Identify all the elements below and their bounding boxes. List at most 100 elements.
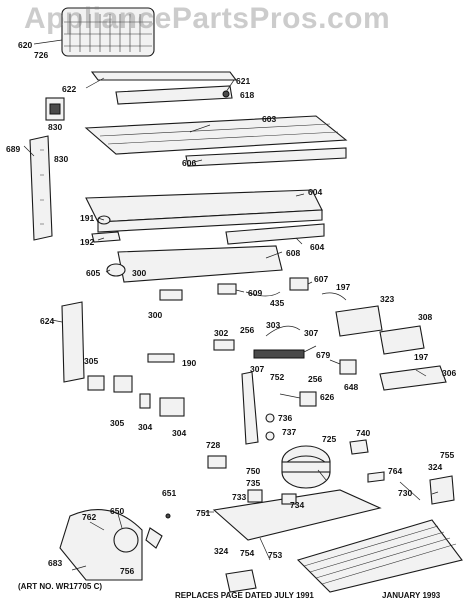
callout-651: 651 xyxy=(162,488,176,498)
callout-626: 626 xyxy=(320,392,334,402)
callout-650: 650 xyxy=(110,506,124,516)
callout-608: 608 xyxy=(286,248,300,258)
bracket-306 xyxy=(379,365,447,391)
pad-755-324 xyxy=(429,475,455,505)
part-626 xyxy=(299,391,317,407)
callout-306: 306 xyxy=(442,368,456,378)
parts-679-648 xyxy=(339,359,357,375)
callout-190: 190 xyxy=(182,358,196,368)
evaporator-coil-620 xyxy=(61,7,155,57)
callout-192: 192 xyxy=(80,237,94,247)
callout-762: 762 xyxy=(82,512,96,522)
callout-605: 605 xyxy=(86,268,100,278)
callout-300a: 300 xyxy=(132,268,146,278)
callout-725: 725 xyxy=(322,434,336,444)
callout-191: 191 xyxy=(80,213,94,223)
callout-604a: 604 xyxy=(308,187,322,197)
callout-303: 303 xyxy=(266,320,280,330)
callout-756: 756 xyxy=(120,566,134,576)
callout-435: 435 xyxy=(270,298,284,308)
parts-733-734 xyxy=(247,489,297,505)
callout-618: 618 xyxy=(240,90,254,100)
callout-679: 679 xyxy=(316,350,330,360)
bracket-323 xyxy=(335,305,383,337)
callout-620: 620 xyxy=(18,40,32,50)
channel-624 xyxy=(61,301,85,383)
channel-830-689 xyxy=(29,135,53,241)
callout-735: 735 xyxy=(246,478,260,488)
callout-830b: 830 xyxy=(54,154,68,164)
callout-256b: 256 xyxy=(308,374,322,384)
callout-726: 726 xyxy=(34,50,48,60)
switch-300 xyxy=(159,289,183,301)
callout-305b: 305 xyxy=(110,418,124,428)
parts-302-303-307 xyxy=(213,325,305,359)
callout-750: 750 xyxy=(246,466,260,476)
callout-734: 734 xyxy=(290,500,304,510)
callout-754: 754 xyxy=(240,548,254,558)
electrical-609-607 xyxy=(217,277,309,297)
watermark: AppliancePartsPros.com xyxy=(24,2,391,35)
page-date: JANUARY 1993 xyxy=(382,591,441,600)
callout-256a: 256 xyxy=(240,325,254,335)
callout-689: 689 xyxy=(6,144,20,154)
callout-324a: 324 xyxy=(428,462,442,472)
callout-197a: 197 xyxy=(336,282,350,292)
shelf-trim-606 xyxy=(185,147,347,167)
callout-830a: 830 xyxy=(48,122,62,132)
callout-308: 308 xyxy=(418,312,432,322)
parts-736-737 xyxy=(265,413,275,441)
trim-604 xyxy=(225,223,325,245)
callout-737: 737 xyxy=(282,427,296,437)
callout-730: 730 xyxy=(398,488,412,498)
callout-607: 607 xyxy=(314,274,328,284)
callout-323: 323 xyxy=(380,294,394,304)
part-740 xyxy=(349,439,369,455)
callout-621: 621 xyxy=(236,76,250,86)
callout-307a: 307 xyxy=(304,328,318,338)
divider-604 xyxy=(85,189,323,233)
callout-733: 733 xyxy=(232,492,246,502)
art-number: (ART NO. WR17705 C) xyxy=(18,582,103,591)
callout-604b: 604 xyxy=(310,242,324,252)
base-751 xyxy=(212,489,382,541)
replaces-note: REPLACES PAGE DATED JULY 1991 xyxy=(175,591,314,600)
callout-300b: 300 xyxy=(148,310,162,320)
callout-622: 622 xyxy=(62,84,76,94)
callout-683: 683 xyxy=(48,558,62,568)
plate-308 xyxy=(379,325,425,355)
callout-751: 751 xyxy=(196,508,210,518)
callout-307b: 307 xyxy=(250,364,264,374)
wire-197 xyxy=(321,292,347,301)
callout-764: 764 xyxy=(388,466,402,476)
callout-609: 609 xyxy=(248,288,262,298)
callout-302: 302 xyxy=(214,328,228,338)
callout-752: 752 xyxy=(270,372,284,382)
shelf-603 xyxy=(84,115,348,155)
part-764 xyxy=(367,471,385,483)
parts-305-304 xyxy=(87,375,185,417)
condenser-730 xyxy=(296,519,463,593)
evaporator-cover-622 xyxy=(90,71,238,105)
control-830 xyxy=(45,97,65,121)
callout-606: 606 xyxy=(182,158,196,168)
callout-648: 648 xyxy=(344,382,358,392)
callout-304b: 304 xyxy=(172,428,186,438)
callout-305a: 305 xyxy=(84,356,98,366)
leader-lines xyxy=(23,39,439,571)
callout-728: 728 xyxy=(206,440,220,450)
callout-755: 755 xyxy=(440,450,454,460)
callout-304a: 304 xyxy=(138,422,152,432)
callout-labels: 620 726 622 621 618 830 603 689 830 606 … xyxy=(6,40,456,576)
callout-324b: 324 xyxy=(214,546,228,556)
callout-624: 624 xyxy=(40,316,54,326)
fan-assembly-762 xyxy=(59,509,171,581)
callout-753: 753 xyxy=(268,550,282,560)
part-728 xyxy=(207,455,227,469)
callout-603: 603 xyxy=(262,114,276,124)
socket-190 xyxy=(147,353,175,363)
callout-197b: 197 xyxy=(414,352,428,362)
grommet-605 xyxy=(106,263,126,277)
pads-754-324 xyxy=(225,569,257,593)
